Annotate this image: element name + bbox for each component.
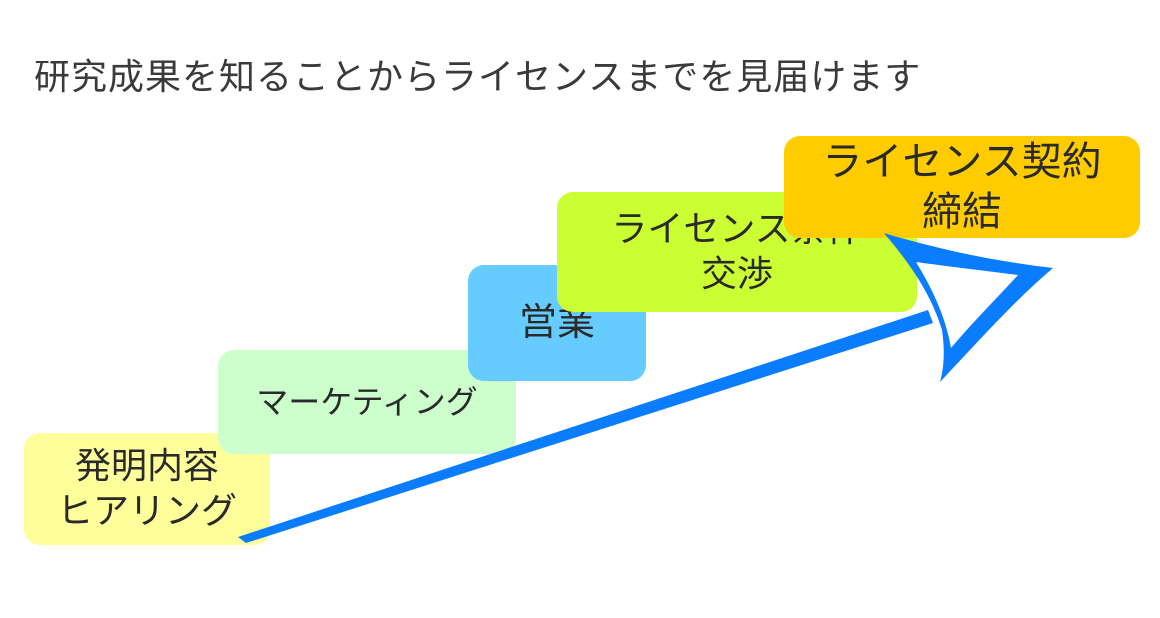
step-contract: ライセンス契約 締結 [784,136,1140,238]
step-negotiation-line2: 交渉 [700,254,773,295]
step-marketing-label: マーケティング [256,383,478,421]
headline: 研究成果を知ることからライセンスまでを見届けます [34,57,922,98]
step-hearing-line1: 発明内容 [74,446,219,487]
step-hearing-line2: ヒアリング [56,491,237,532]
step-contract-line1: ライセンス契約 [822,139,1102,185]
step-contract-line2: 締結 [922,189,1002,235]
